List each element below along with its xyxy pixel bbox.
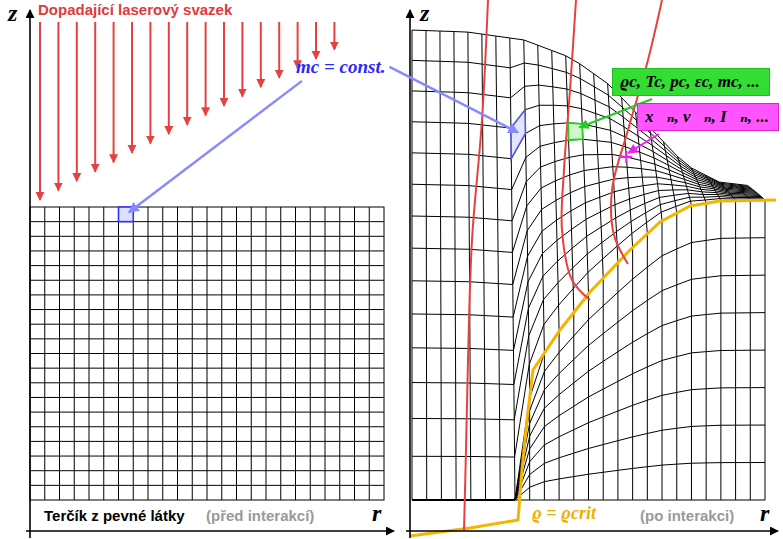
laser-ray: [186, 22, 188, 125]
laser-ray: [260, 22, 262, 87]
laser-ray: [611, 0, 662, 264]
grid-line: [30, 221, 384, 222]
laser-ray: [76, 22, 78, 181]
laser-ray: [131, 22, 133, 153]
grid-line: [30, 397, 384, 398]
mass-cell: [511, 110, 526, 159]
grid-line: [30, 368, 384, 369]
grid-line: [30, 426, 384, 427]
grid-line: [30, 309, 384, 310]
grid-line: [30, 324, 384, 325]
laser-ray: [149, 22, 151, 144]
mesh-line: [552, 50, 559, 500]
critical-density-label: ϱ = ϱcrit: [532, 503, 596, 524]
laser-ray: [94, 22, 96, 172]
box-text: ϱc, Tc, pc, εc, mc, ...: [620, 72, 762, 92]
laser-ray: [464, 0, 488, 530]
laser-ray: [278, 22, 280, 78]
mesh-line: [412, 193, 761, 384]
axis-label: r: [760, 500, 769, 528]
target-outline: [30, 207, 384, 500]
laser-ray: [241, 22, 243, 97]
grid-line: [30, 353, 384, 354]
mesh-line: [510, 38, 515, 500]
node-quantities-box: x⃗ₙ, v⃗ₙ, I⃗ₙ, ...: [637, 103, 779, 131]
grid-line: [30, 265, 384, 266]
laser-ray: [333, 22, 335, 50]
highlighted-cells: [119, 110, 633, 222]
mesh-line: [608, 84, 618, 500]
grid-line: [30, 456, 384, 457]
grid-line: [30, 338, 384, 339]
laser-ray: [315, 22, 317, 59]
grid-line: [30, 441, 384, 442]
state-label: (po interakci): [640, 507, 734, 524]
laser-ray: [113, 22, 115, 162]
mass-label: mc = const.: [296, 56, 385, 78]
r-axis: [26, 530, 394, 532]
mesh-line: [636, 112, 648, 500]
laser-ray: [57, 22, 59, 191]
axes: [26, 10, 778, 538]
grid-line: [30, 412, 384, 413]
mesh-line: [412, 190, 760, 351]
axis-label: z: [420, 0, 429, 28]
grid-line: [30, 382, 384, 383]
grid-line: [30, 236, 384, 237]
beam-title: Dopadající laserový svazek: [38, 1, 232, 18]
leader-line: [129, 81, 302, 212]
laser-ray: [223, 22, 225, 106]
grid-line: [30, 485, 384, 486]
cell-quantities-box: ϱc, Tc, pc, εc, mc, ...: [612, 68, 770, 96]
leader-line: [628, 134, 659, 153]
grid-line: [30, 250, 384, 251]
grid-line: [30, 294, 384, 295]
axis-label: r: [372, 500, 381, 528]
laser-ray: [39, 22, 41, 200]
grid-line: [30, 470, 384, 471]
axis-label: z: [8, 0, 17, 28]
grid-line: [30, 280, 384, 281]
mesh-line: [747, 185, 765, 500]
r-axis: [406, 530, 778, 532]
mesh-line: [412, 123, 752, 189]
z-axis: [409, 10, 411, 538]
mesh-line: [705, 175, 720, 500]
box-text: x⃗ₙ, v⃗ₙ, I⃗ₙ, ...: [645, 107, 771, 127]
mesh-line: [412, 196, 762, 419]
state-label: (před interakcí): [206, 507, 314, 524]
mesh-line: [412, 177, 757, 284]
mesh-line: [440, 31, 441, 500]
target-label: Terčík z pevné látky: [44, 507, 185, 524]
laser-ray: [561, 0, 590, 300]
z-axis: [29, 10, 31, 538]
mesh-line: [691, 168, 706, 500]
deformed-mesh: [410, 0, 776, 536]
leader-line: [389, 67, 518, 133]
leader-lines: [129, 67, 659, 212]
mesh-line: [650, 127, 663, 500]
laser-ray: [168, 22, 170, 134]
mesh-line: [425, 31, 427, 500]
cell-quantities: [568, 123, 583, 140]
mesh-line: [412, 139, 754, 190]
laser-ray: [205, 22, 207, 115]
mesh-line: [412, 154, 755, 220]
mesh-line: [412, 30, 413, 500]
solid-target-grid: [30, 207, 384, 500]
mesh-line: [412, 167, 756, 253]
mesh-line: [496, 36, 500, 500]
mesh-line: [733, 184, 750, 500]
mesh-line: [719, 182, 735, 500]
laser-beam: [40, 22, 334, 200]
